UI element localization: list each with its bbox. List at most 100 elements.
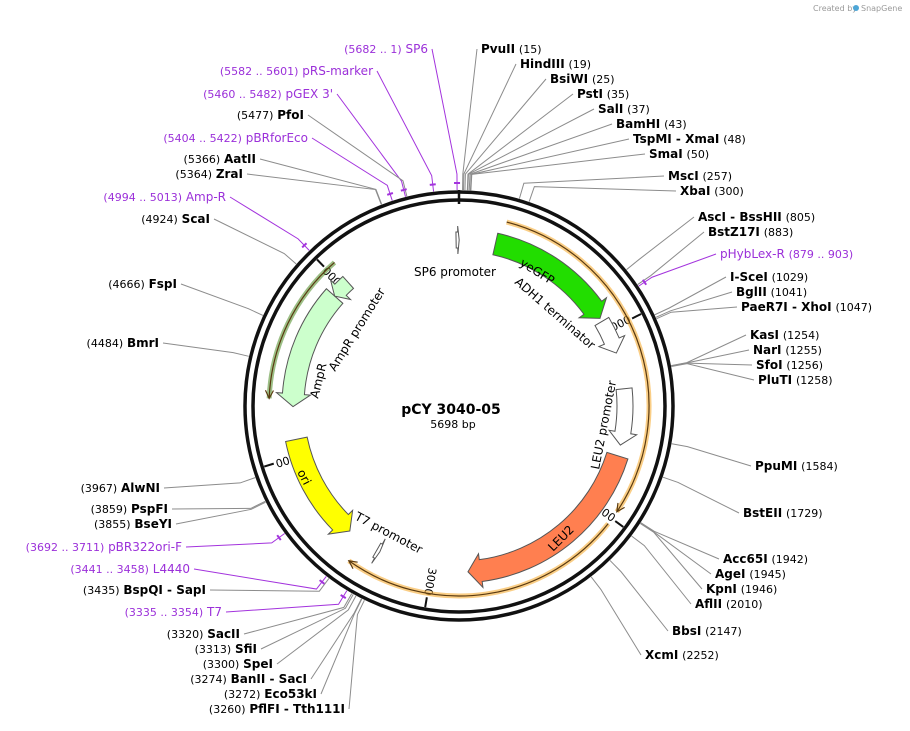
restriction-site-label[interactable]: PaeR7I - XhoI (1047) (741, 300, 872, 314)
site-leader-line (175, 501, 266, 525)
restriction-site-label[interactable]: BglII (1041) (736, 285, 807, 299)
primer-site-label[interactable]: (5582 .. 5601) pRS-marker (220, 64, 373, 78)
restriction-site-label[interactable]: (3272) Eco53kI (224, 687, 317, 701)
site-position: (5682 .. 1) (344, 43, 402, 56)
site-leader-line (213, 218, 297, 265)
restriction-site-label[interactable]: XcmI (2252) (645, 648, 719, 662)
restriction-site-label[interactable]: PpuMI (1584) (755, 459, 838, 473)
restriction-site-label[interactable]: Acc65I (1942) (723, 552, 808, 566)
restriction-site-label[interactable]: KasI (1254) (750, 328, 819, 342)
site-name: Amp-R (186, 190, 226, 204)
primer-site-label[interactable]: pHybLex-R (879 .. 903) (720, 247, 853, 261)
yegfp-arrow[interactable] (492, 232, 608, 319)
site-leader-line (185, 533, 285, 548)
site-leader-line (180, 283, 264, 316)
site-name: I-SceI (730, 270, 768, 284)
orf-arcs (264, 219, 652, 599)
site-position: (43) (664, 118, 687, 131)
site-name: KpnI (706, 582, 737, 596)
restriction-site-label[interactable]: SmaI (50) (649, 147, 709, 161)
primer-site-label[interactable]: (3441 .. 3458) L4440 (70, 562, 190, 576)
restriction-site-label[interactable]: BamHI (43) (616, 117, 687, 131)
t7-promoter-arrow[interactable] (371, 538, 386, 564)
restriction-site-label[interactable]: MscI (257) (668, 169, 732, 183)
site-leader-line (671, 334, 747, 367)
restriction-site-label[interactable]: (3435) BspQI - SapI (83, 583, 206, 597)
site-position: (1946) (741, 583, 778, 596)
primer-site-label[interactable]: (4994 .. 5013) Amp-R (103, 190, 226, 204)
orf-arc[interactable] (268, 262, 335, 399)
primer-site-label[interactable]: (3335 .. 3354) T7 (125, 605, 222, 619)
ampr-arrow[interactable] (275, 288, 344, 408)
site-name: BmrI (127, 336, 159, 350)
restriction-site-label[interactable]: AscI - BssHII (805) (698, 210, 815, 224)
site-position: (35) (607, 88, 630, 101)
restriction-site-label[interactable]: BstZ17I (883) (708, 225, 793, 239)
restriction-site-label[interactable]: (5364) ZraI (175, 167, 243, 181)
site-name: pRS-marker (302, 64, 373, 78)
orf-arrowhead (616, 502, 625, 513)
restriction-site-label[interactable]: (4666) FspI (108, 277, 177, 291)
site-labels: (5682 .. 1) SP6 (5582 .. 5601) pRS-marker… (26, 42, 872, 716)
restriction-site-label[interactable]: (3313) SfiI (195, 642, 257, 656)
primer-site-label[interactable]: (5404 .. 5422) pBRforEco (163, 131, 308, 145)
leu2-promoter-arrow[interactable] (607, 387, 639, 446)
site-leader-line (225, 590, 348, 613)
restriction-site-label[interactable]: (3274) BanII - SacI (190, 672, 307, 686)
site-leader-line (466, 93, 574, 191)
restriction-site-label[interactable]: PluTI (1258) (758, 373, 833, 387)
restriction-site-label[interactable]: (3855) BseYI (94, 517, 172, 531)
site-position: (300) (714, 185, 744, 198)
leu2-arrow[interactable] (467, 451, 629, 589)
site-name: AscI - BssHII (698, 210, 782, 224)
restriction-site-label[interactable]: SalI (37) (598, 102, 650, 116)
ampr-promoter-arrow[interactable] (329, 275, 355, 301)
restriction-site-label[interactable]: (3320) SacII (167, 627, 240, 641)
primer-site-label[interactable]: (5460 .. 5482) pGEX 3' (203, 87, 333, 101)
restriction-site-label[interactable]: BstEII (1729) (743, 506, 823, 520)
site-position: (1041) (771, 286, 808, 299)
site-leader-line (609, 560, 669, 632)
site-name: BstEII (743, 506, 782, 520)
restriction-site-label[interactable]: (3260) PflFI - Tth111I (209, 702, 345, 716)
restriction-site-label[interactable]: BsiWI (25) (550, 72, 615, 86)
ori-arrow[interactable] (285, 436, 354, 535)
restriction-site-label[interactable]: AgeI (1945) (715, 567, 786, 581)
restriction-site-label[interactable]: (3859) PspFI (91, 502, 168, 516)
primer-site-label[interactable]: (3692 .. 3711) pBR322ori-F (26, 540, 182, 554)
restriction-site-label[interactable]: (4484) BmrI (87, 336, 159, 350)
restriction-site-label[interactable]: SfoI (1256) (756, 358, 823, 372)
site-leader-line (336, 93, 406, 197)
site-position: (5477) (237, 109, 274, 122)
primer-binding-mark (301, 242, 308, 249)
site-leader-line (246, 173, 382, 205)
adh1-terminator-arrow[interactable] (594, 316, 626, 354)
restriction-site-label[interactable]: I-SceI (1029) (730, 270, 808, 284)
restriction-site-label[interactable]: NarI (1255) (753, 343, 822, 357)
site-position: (3272) (224, 688, 261, 701)
restriction-site-label[interactable]: HindIII (19) (520, 57, 591, 71)
restriction-site-label[interactable]: AflII (2010) (695, 597, 763, 611)
restriction-site-label[interactable]: (5366) AatII (184, 152, 256, 166)
orf-arc[interactable] (506, 221, 650, 513)
restriction-site-label[interactable]: (5477) PfoI (237, 108, 304, 122)
site-position: (3260) (209, 703, 246, 716)
primer-site-label[interactable]: (5682 .. 1) SP6 (344, 42, 428, 56)
restriction-site-label[interactable]: PstI (35) (577, 87, 629, 101)
site-leader-line (671, 443, 752, 467)
sp6-promoter-arrow[interactable] (455, 225, 460, 255)
restriction-site-label[interactable]: (4924) ScaI (141, 212, 210, 226)
site-name: ScaI (182, 212, 210, 226)
restriction-site-label[interactable]: BbsI (2147) (672, 624, 742, 638)
site-position: (3967) (81, 482, 118, 495)
restriction-site-label[interactable]: TspMI - XmaI (48) (633, 132, 746, 146)
orf-arc[interactable] (348, 523, 609, 597)
tick-mark (316, 258, 325, 268)
primer-binding-mark (454, 181, 461, 185)
site-name: BstZ17I (708, 225, 760, 239)
restriction-site-label[interactable]: (3967) AlwNI (81, 481, 160, 495)
restriction-site-label[interactable]: XbaI (300) (680, 184, 744, 198)
restriction-site-label[interactable]: PvuII (15) (481, 42, 542, 56)
restriction-site-label[interactable]: KpnI (1946) (706, 582, 777, 596)
restriction-site-label[interactable]: (3300) SpeI (203, 657, 273, 671)
